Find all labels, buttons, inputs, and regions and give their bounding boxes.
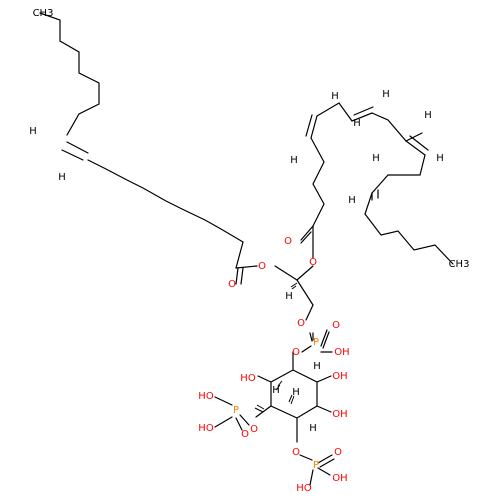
atom-h-db5-b: H xyxy=(348,195,356,206)
atom-p3-oh-b: HO xyxy=(296,483,312,494)
bonds xyxy=(39,12,454,486)
atom-p2-oh-b: HO xyxy=(198,423,214,434)
atom-c-terminal-2: CH3 xyxy=(449,259,470,270)
atom-p1-oh: OH xyxy=(334,347,349,358)
atom-h-inositol-c3: H xyxy=(292,387,300,398)
atom-h-db2-b: H xyxy=(331,91,339,102)
atom-oh-c2: HO xyxy=(240,373,256,384)
atom-o-ester2-co: O xyxy=(284,236,292,247)
atom-p1: P xyxy=(313,337,319,348)
atom-h-db5-a: H xyxy=(372,153,380,164)
atom-o-ester2-eth: O xyxy=(309,257,317,268)
atom-p3: P xyxy=(313,460,319,471)
atom-h-inositol-c1: H xyxy=(272,385,280,396)
atom-p3-o-double: O xyxy=(334,447,342,458)
atom-h-db3-a: H xyxy=(382,89,390,100)
atom-o-ester1-co: O xyxy=(228,279,236,290)
atom-oh-c6: OH xyxy=(332,371,347,382)
atom-h-glycerol: H xyxy=(285,291,293,302)
atom-oh-c5: OH xyxy=(332,409,347,420)
atom-o-glycerol-phosphate: O xyxy=(297,318,305,329)
atom-h-inositol-c5: H xyxy=(309,423,317,434)
atom-h-db1-b: H xyxy=(58,172,66,183)
hash-bonds xyxy=(254,282,298,413)
atom-p2-oh-a: HO xyxy=(198,391,214,402)
atom-c-terminal: CH3 xyxy=(33,8,54,19)
atom-h-db4-a: H xyxy=(424,110,432,121)
atom-h-inositol-c6: H xyxy=(313,361,321,372)
atom-p2: P xyxy=(233,405,239,416)
atom-h-db3-b: H xyxy=(353,118,361,129)
atom-p2-o-double: O xyxy=(241,429,249,440)
atom-o-p3: O xyxy=(292,447,300,458)
atom-h-db2-a: H xyxy=(290,155,298,166)
atom-h-db4-b: H xyxy=(436,153,444,164)
atom-h-db1-a: H xyxy=(29,126,37,137)
atom-labels: CH3 CH3 O O O O O P O OH O HO OH OH O P … xyxy=(29,8,469,494)
atom-o-ester1-eth: O xyxy=(258,261,266,272)
atom-o-p2: O xyxy=(250,424,258,435)
atom-o-inositol-phosphate: O xyxy=(292,347,300,358)
atom-p1-o-double: O xyxy=(332,320,340,331)
atom-p3-oh-a: OH xyxy=(332,473,347,484)
